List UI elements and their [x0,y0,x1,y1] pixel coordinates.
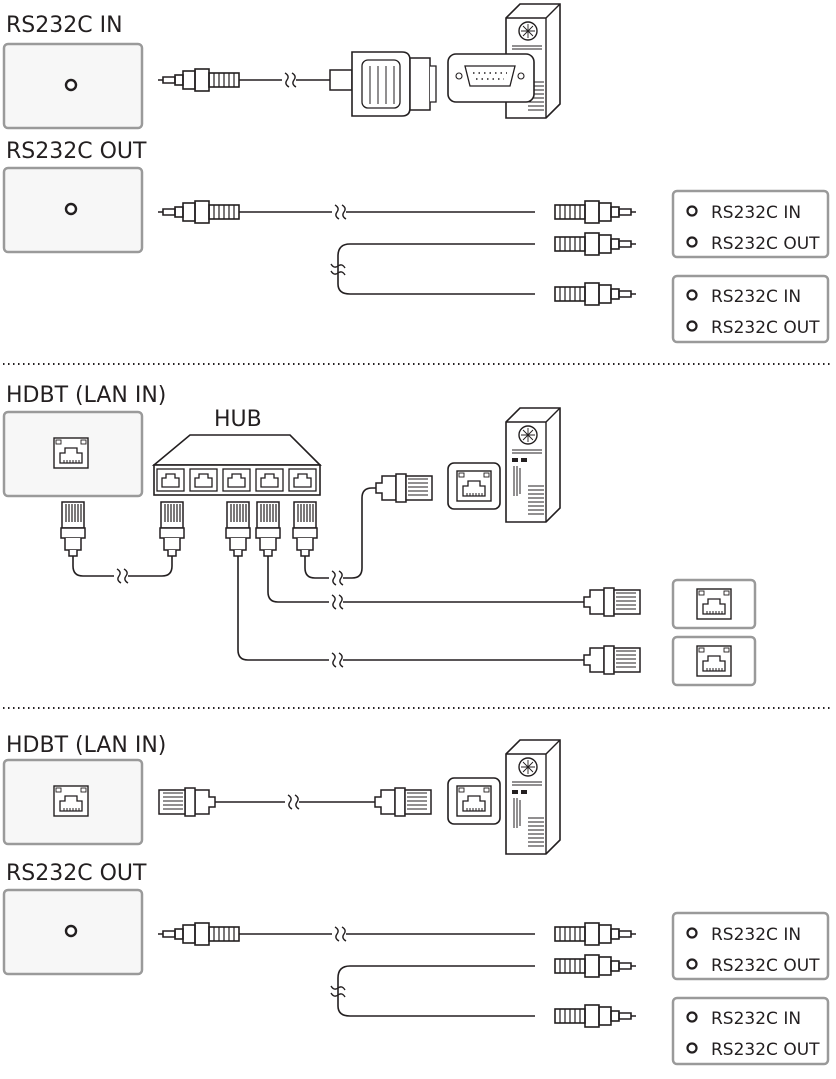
device-lan-panel-b [671,635,757,687]
rs232c-out-port-5 [64,924,78,938]
stereo-cable-2b [330,233,636,305]
device-2a-out-label: RS232C OUT [711,234,820,254]
stereo-jack-cable-1 [157,68,330,92]
section2-title: RS232C OUT [6,139,147,164]
device-panel-5a: RS232C IN RS232C OUT [671,911,830,981]
pc-lan-port-callout-4 [447,777,501,825]
lan-cable-hub-device-a [267,556,641,617]
dsub-adapter [329,51,437,117]
hub-label: HUB [214,407,262,432]
network-hub [151,434,322,496]
lan-plugs-hub-side [60,501,318,557]
pc-tower-3 [505,407,561,523]
device-5a-out-label: RS232C OUT [711,956,820,976]
device-panel-2a: RS232C IN RS232C OUT [671,189,830,259]
lan-cable-hub-device-b [237,556,641,675]
stereo-cable-2a [157,200,636,224]
lan-cable-monitor-pc [158,787,432,817]
device-5b-out-label: RS232C OUT [711,1040,820,1060]
rs232c-out-port [64,202,78,216]
lan-cable-hub-pc [304,473,433,586]
device-panel-2b: RS232C IN RS232C OUT [671,274,830,344]
stereo-cable-5a [157,922,636,946]
device-2a-in-label: RS232C IN [711,203,801,223]
lan-cable-monitor-hub [72,556,173,584]
stereo-cable-5b [330,955,636,1027]
device-panel-5b: RS232C IN RS232C OUT [671,996,830,1066]
rs232c-in-port [64,78,78,92]
pc-lan-port-callout-3 [447,462,501,510]
device-5b-in-label: RS232C IN [711,1009,801,1029]
section1-title: RS232C IN [6,13,123,38]
section5-title: RS232C OUT [6,861,147,886]
device-5a-in-label: RS232C IN [711,925,801,945]
device-2b-in-label: RS232C IN [711,287,801,307]
section3-title: HDBT (LAN IN) [6,383,166,408]
device-lan-panel-a [671,578,757,630]
device-2b-out-label: RS232C OUT [711,318,820,338]
section4-title: HDBT (LAN IN) [6,733,166,758]
pc-serial-port-callout [447,53,535,103]
hdbt-port-3 [53,437,89,469]
hdbt-port-4 [53,785,89,817]
pc-tower-4 [505,739,561,855]
